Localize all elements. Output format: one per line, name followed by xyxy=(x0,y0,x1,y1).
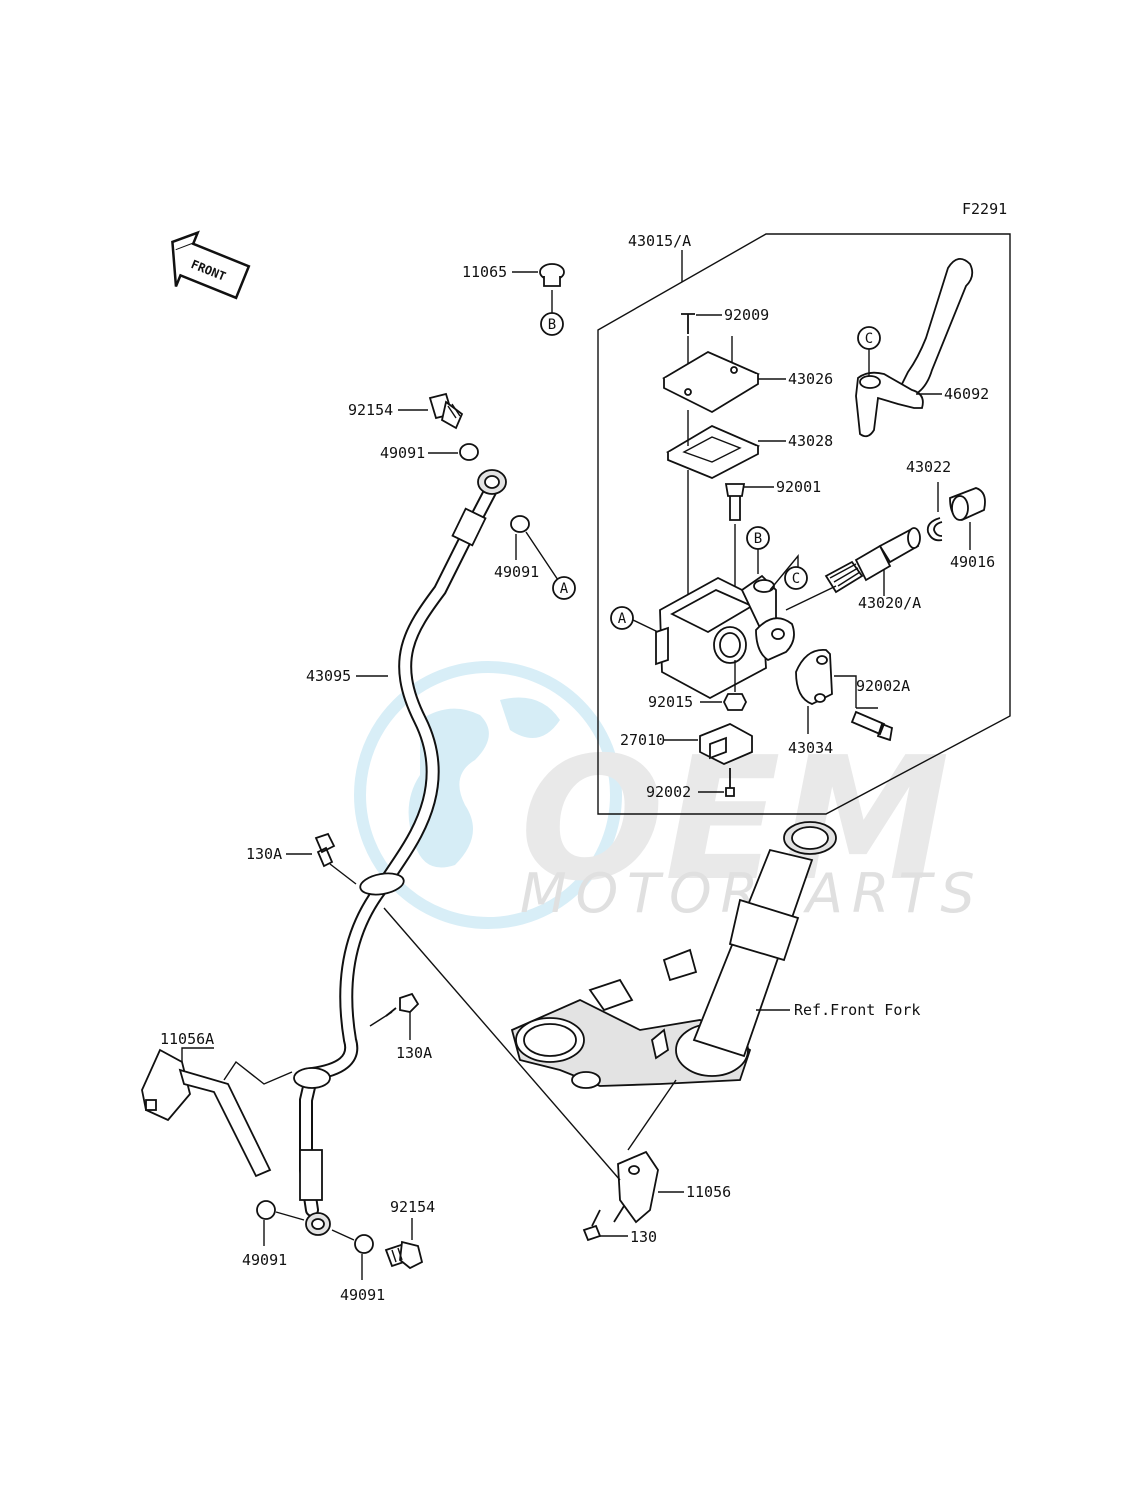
label-11056A: 11056A xyxy=(160,1030,214,1048)
watermark-continents xyxy=(408,697,560,868)
label-43028: 43028 xyxy=(788,432,833,450)
marker-b-top-label: B xyxy=(548,317,556,333)
label-43020A: 43020/A xyxy=(858,594,921,612)
label-92002: 92002 xyxy=(646,783,691,801)
piston-43020A xyxy=(824,527,921,594)
marker-a-body xyxy=(610,606,634,630)
marker-a-body-label: A xyxy=(618,611,627,627)
screw-92002 xyxy=(725,768,735,797)
label-11056: 11056 xyxy=(686,1183,731,1201)
label-49016: 49016 xyxy=(950,553,995,571)
front-arrow-icon: FRONT xyxy=(171,230,251,300)
label-92001: 92001 xyxy=(776,478,821,496)
label-43022: 43022 xyxy=(906,458,951,476)
figure-code: F2291 xyxy=(962,200,1007,218)
label-49091-bot1: 49091 xyxy=(242,1251,287,1269)
label-ref-front-fork: Ref.Front Fork xyxy=(794,1001,920,1019)
cap-11065 xyxy=(539,263,565,287)
marker-b-top xyxy=(540,312,564,336)
nut-92015 xyxy=(722,693,748,711)
label-130A-top: 130A xyxy=(246,845,282,863)
label-92154-top: 92154 xyxy=(348,401,393,419)
marker-c-lever-label: C xyxy=(865,331,873,347)
bolt-92001 xyxy=(724,483,746,521)
boot-49016 xyxy=(949,487,986,521)
label-92009: 92009 xyxy=(724,306,769,324)
label-11065: 11065 xyxy=(462,263,507,281)
kit-boundary-box xyxy=(597,233,1011,815)
label-46092: 46092 xyxy=(944,385,989,403)
marker-a-hose-label: A xyxy=(560,581,569,597)
lever-46092 xyxy=(855,258,974,438)
label-130A-mid: 130A xyxy=(396,1044,432,1062)
switch-27010 xyxy=(699,723,753,765)
label-43026: 43026 xyxy=(788,370,833,388)
label-43015A: 43015/A xyxy=(628,232,691,250)
washer-49091-bot1 xyxy=(256,1200,276,1220)
master-cylinder-body xyxy=(655,574,795,700)
banjo-bolt-92154-bottom xyxy=(384,1240,424,1270)
bracket-11056 xyxy=(613,1150,659,1224)
clamp-43034 xyxy=(795,649,833,705)
watermark-globe xyxy=(354,661,622,929)
label-27010: 27010 xyxy=(620,731,665,749)
label-92015: 92015 xyxy=(648,693,693,711)
bolt-130A-top xyxy=(314,832,336,868)
banjo-bolt-92154-top xyxy=(428,392,464,430)
steering-stem xyxy=(510,821,837,1089)
label-43034: 43034 xyxy=(788,739,833,757)
circlip-43022 xyxy=(926,517,943,542)
bracket-11056A xyxy=(141,1048,272,1178)
label-92154-bottom: 92154 xyxy=(390,1198,435,1216)
washer-49091-top2 xyxy=(510,515,530,533)
label-49091-top2: 49091 xyxy=(494,563,539,581)
label-49091-top1: 49091 xyxy=(380,444,425,462)
marker-c-body-label: C xyxy=(792,571,800,587)
brake-hose-43095 xyxy=(293,469,507,1236)
label-49091-bot2: 49091 xyxy=(340,1286,385,1304)
label-92002A: 92002A xyxy=(856,677,910,695)
screw-92009 xyxy=(681,313,695,334)
label-43095: 43095 xyxy=(306,667,351,685)
marker-b-body-label: B xyxy=(754,531,762,547)
bolt-130 xyxy=(582,1209,602,1242)
marker-c-body xyxy=(784,566,808,590)
marker-a-hose xyxy=(552,576,576,600)
washer-49091-top1 xyxy=(459,443,479,461)
washer-49091-bot2 xyxy=(354,1234,374,1254)
bolt-92002A xyxy=(850,710,894,742)
label-130: 130 xyxy=(630,1228,657,1246)
